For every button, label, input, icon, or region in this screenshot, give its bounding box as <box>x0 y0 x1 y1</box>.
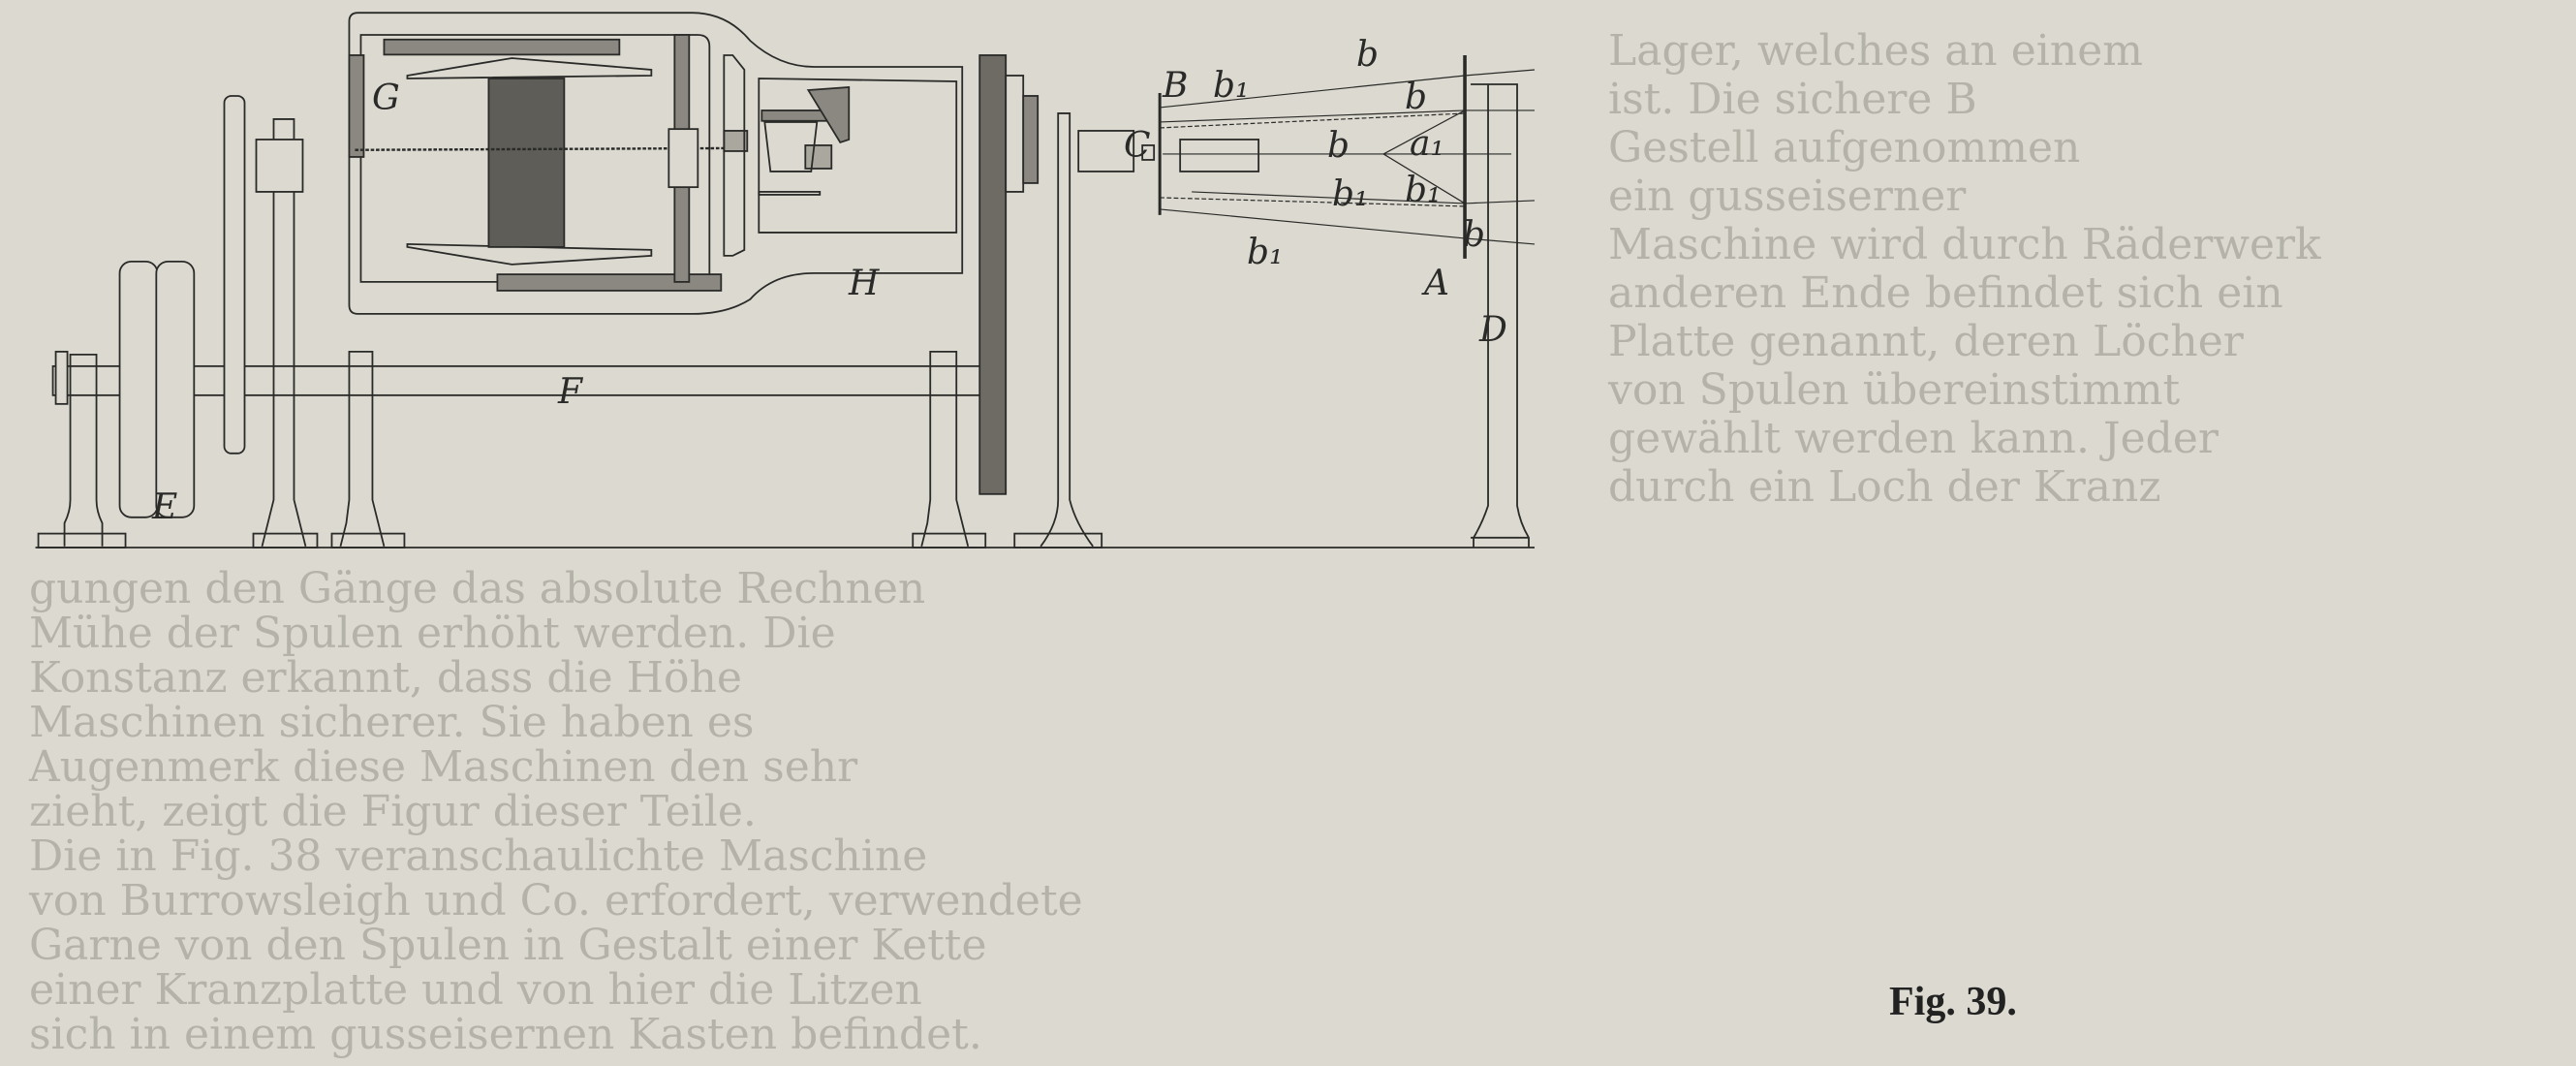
machine-drawing <box>35 12 1536 549</box>
label-e: E <box>152 487 178 527</box>
slider-block <box>667 128 699 189</box>
side-rack <box>348 54 365 158</box>
figure-caption: Fig. 39. <box>1889 980 2017 1024</box>
show-through-line: Lager, welches an einem <box>1608 26 2143 76</box>
show-through-line: einer Kranzplatte und von hier die Litze… <box>29 965 922 1015</box>
show-through-line: ist. Die sichere B <box>1608 75 1977 124</box>
label-h: H <box>849 264 880 303</box>
show-through-line: Konstanz erkannt, dass die Höhe <box>29 653 742 703</box>
show-through-line: Garne von den Spulen in Gestalt einer Ke… <box>29 921 987 970</box>
show-through-line: Augenmerk diese Maschinen den sehr <box>29 742 858 792</box>
cup-base <box>758 191 822 196</box>
stand-3 <box>330 350 406 549</box>
label-b-4: b <box>1463 215 1486 255</box>
hub <box>255 139 304 193</box>
yarn-thread <box>355 146 728 151</box>
spool-flange-top <box>406 57 653 79</box>
label-b1-mid: b₁ <box>1332 174 1369 214</box>
spool-yarn <box>487 78 566 248</box>
inner-housing <box>758 78 958 234</box>
small-gear <box>1022 95 1040 184</box>
cup <box>763 121 819 172</box>
show-through-line: Gestell aufgenommen <box>1608 123 2081 172</box>
label-f: F <box>558 372 582 412</box>
pulley-e2 <box>155 261 196 518</box>
threads <box>1160 69 1536 245</box>
left-stand <box>37 350 127 549</box>
label-a1: a₁ <box>1410 124 1444 164</box>
spindle-tip <box>1141 144 1156 161</box>
show-through-line: Mühe der Spulen erhöht werden. Die <box>29 609 836 658</box>
label-a: A <box>1424 264 1449 303</box>
label-b-upper: B <box>1163 66 1189 106</box>
label-b1-top: b₁ <box>1213 66 1250 106</box>
gear-hub <box>1005 75 1025 193</box>
label-b-top: b <box>1356 35 1380 75</box>
show-through-line: anderen Ende befindet sich ein <box>1608 268 2283 318</box>
show-through-line: durch ein Loch der Kranz <box>1608 462 2161 512</box>
guide-block-2 <box>804 144 833 170</box>
pulley-e1 <box>118 261 159 518</box>
label-b-2: b <box>1405 78 1428 117</box>
show-through-line: Maschinen sicherer. Sie haben es <box>29 698 755 747</box>
show-through-line: gewählt werden kann. Jeder <box>1608 414 2219 463</box>
upper-gear-rack <box>383 38 621 56</box>
bevel-gear <box>806 86 851 144</box>
big-gear <box>978 54 1008 495</box>
show-through-line: sich in einem gusseisernen Kasten befind… <box>29 1010 982 1059</box>
show-through-line: von Spulen übereinstimmt <box>1608 365 2181 415</box>
show-through-line: zieht, zeigt die Figur dieser Teile. <box>29 787 757 836</box>
show-through-line: Maschine wird durch Räderwerk <box>1608 220 2321 269</box>
show-through-line: von Burrowsleigh und Co. erfordert, verw… <box>29 876 1083 925</box>
window-slot <box>723 54 746 257</box>
show-through-line: gungen den Gänge das absolute Rechnen <box>29 564 926 613</box>
label-g: G <box>372 78 400 118</box>
label-b-3: b <box>1327 126 1350 166</box>
label-d: D <box>1479 310 1507 350</box>
flywheel-disk <box>223 95 246 455</box>
label-b1-bottom: b₁ <box>1247 233 1284 272</box>
label-c: C <box>1124 126 1151 166</box>
show-through-line: Platte genannt, deren Löcher <box>1608 317 2244 366</box>
spool-flange-bottom <box>406 242 653 266</box>
spindle <box>1077 130 1135 172</box>
stand-right <box>912 112 1103 549</box>
stand-d <box>1471 83 1530 549</box>
label-b1-right: b₁ <box>1405 171 1442 210</box>
show-through-line: ein gusseiserner <box>1608 172 1967 221</box>
tube <box>1179 139 1260 172</box>
show-through-line: Die in Fig. 38 veranschaulichte Maschine <box>29 831 928 881</box>
lower-gear-rack <box>496 273 723 292</box>
stand-2 <box>252 118 319 549</box>
